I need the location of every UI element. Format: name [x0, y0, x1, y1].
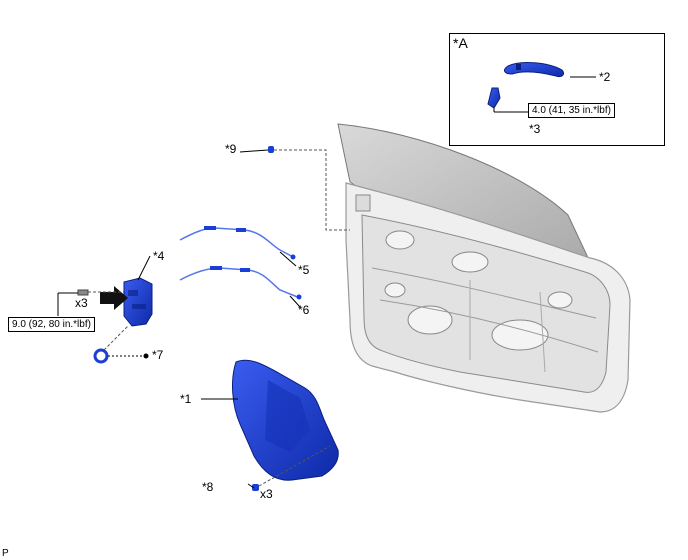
callout-5: *5	[298, 263, 310, 277]
outside-handle	[504, 62, 565, 77]
cable-assembly-5	[179, 226, 296, 260]
clip-8	[252, 484, 259, 491]
qty-panel-clips: x3	[260, 487, 273, 501]
mirror-mount	[355, 194, 371, 212]
service-hole-cover	[232, 359, 339, 481]
callout-1: *1	[180, 392, 192, 406]
torque-lock: 9.0 (92, 80 in.*lbf)	[8, 317, 95, 332]
dashed-guides	[88, 149, 350, 487]
door-rib	[379, 299, 599, 353]
door-hole	[491, 319, 549, 351]
callout-2: *2	[599, 70, 611, 84]
non-reusable-dot	[143, 353, 149, 359]
door-rib	[539, 291, 546, 373]
door-hole	[384, 282, 406, 298]
door-inner-panel	[361, 214, 611, 393]
handle-screw	[487, 87, 501, 109]
leader-lines	[57, 76, 596, 489]
clip-9	[268, 146, 274, 153]
door-hole	[547, 291, 573, 309]
door-hole	[407, 305, 453, 335]
callout-3: *3	[529, 122, 541, 136]
door-lock	[123, 277, 153, 327]
seal-7	[93, 348, 109, 364]
callout-8: *8	[202, 480, 214, 494]
callout-7: *7	[152, 348, 164, 362]
callout-4: *4	[153, 249, 165, 263]
inset-title: *A	[453, 35, 468, 51]
figure-code: P	[2, 548, 9, 559]
door-rib	[371, 267, 597, 319]
door-hole	[451, 251, 489, 273]
cable-assembly-6	[179, 266, 302, 300]
callout-9: *9	[225, 142, 237, 156]
lock-screw	[77, 289, 89, 296]
door-assembly	[337, 123, 631, 413]
callout-6: *6	[298, 303, 310, 317]
door-hole	[385, 230, 415, 250]
inset-frame	[449, 33, 665, 146]
torque-handle: 4.0 (41, 35 in.*lbf)	[528, 103, 615, 118]
qty-lock-bolts: x3	[75, 296, 88, 310]
